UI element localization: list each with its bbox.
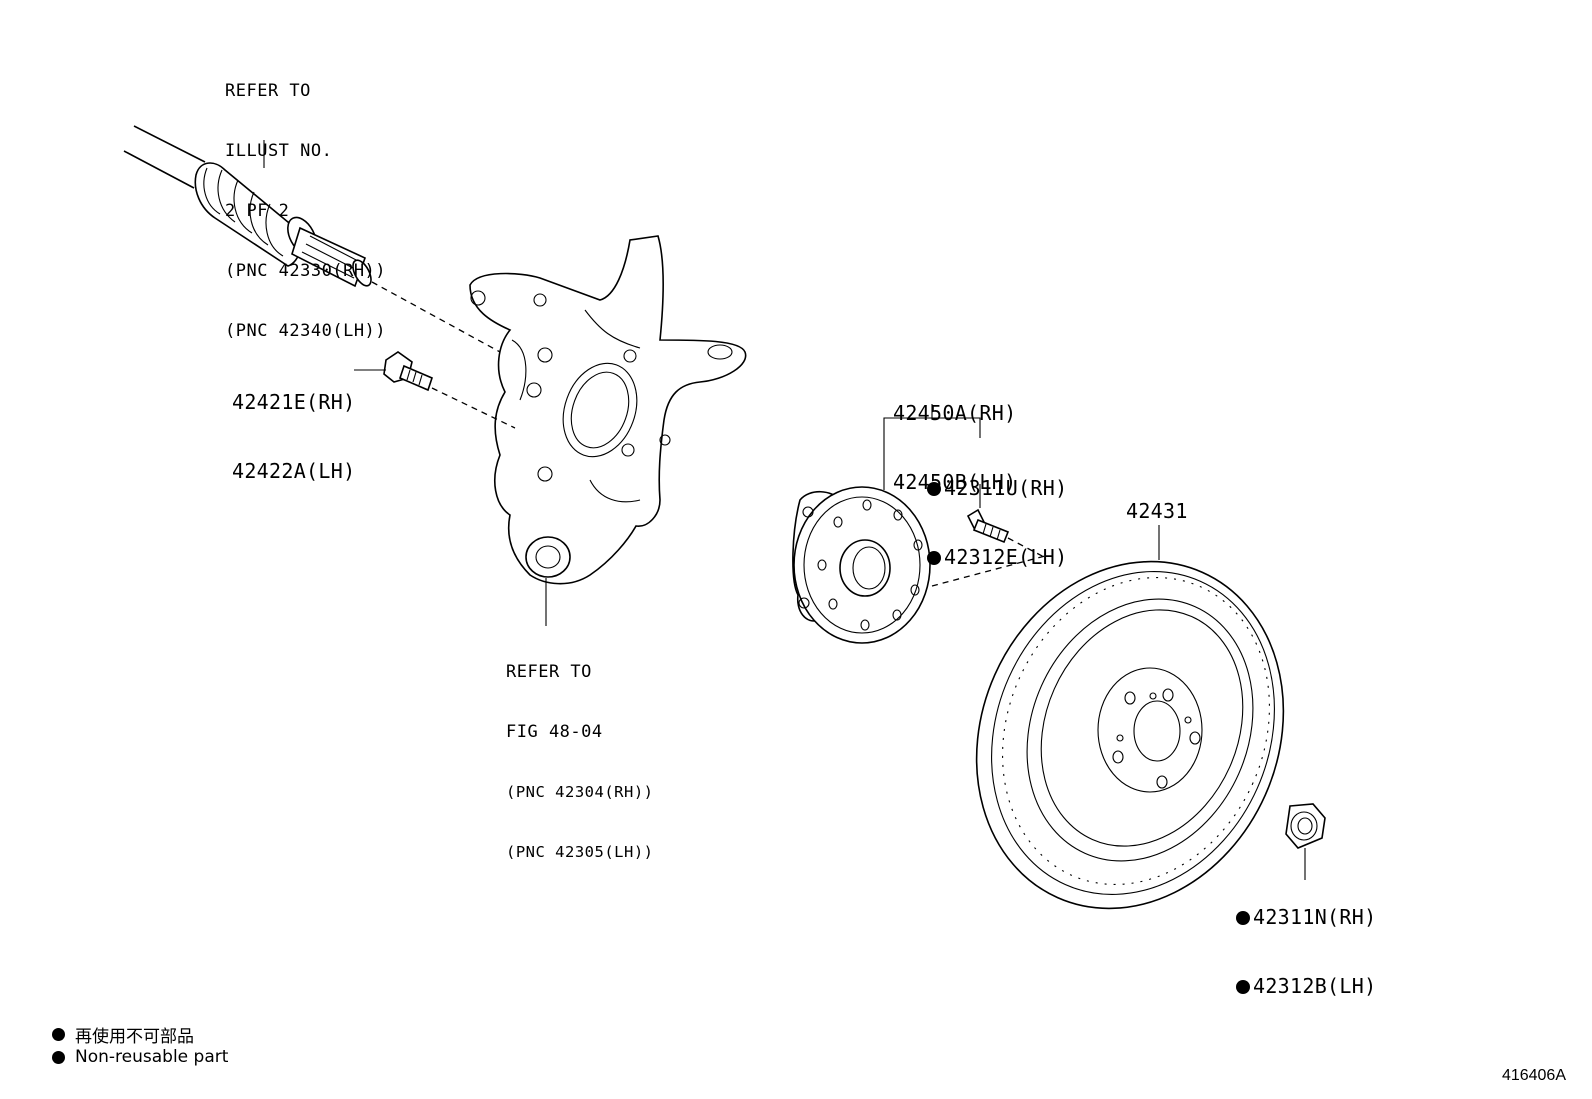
driveshaft-ref-line-1: REFER TO [225, 81, 311, 101]
hub-bolt-dash [1007, 537, 1047, 559]
bolt-part-rh: 42421E(RH) [232, 390, 356, 414]
nut-part-number[interactable]: 42311N(RH) 42312B(LH) [1236, 860, 1376, 1021]
hub-dash [931, 555, 1046, 587]
drive-shaft-dash [371, 281, 501, 353]
brake-disc-icon[interactable] [922, 512, 1337, 958]
nut-lh-text: 42312B(LH) [1253, 974, 1377, 998]
non-reusable-marker [1236, 911, 1250, 925]
non-reusable-marker [927, 482, 941, 496]
disc-part-number[interactable]: 42431 [1126, 499, 1188, 523]
nut-part-rh: 42311N(RH) [1236, 906, 1376, 929]
driveshaft-ref-line-4: (PNC 42330(RH)) [225, 261, 387, 281]
figure-number: 416406A [1501, 1067, 1566, 1084]
driveshaft-ref-line-3: 2 PF 2 [225, 201, 290, 221]
nut-part-lh: 42312B(LH) [1236, 975, 1376, 998]
bolt-part-lh: 42422A(LH) [232, 459, 356, 483]
hub-bolt-lh-text: 42312E(LH) [944, 545, 1068, 569]
legend-dot-icon [52, 1028, 65, 1041]
non-reusable-marker [1236, 980, 1250, 994]
legend-english: Non-reusable part [52, 1047, 228, 1067]
non-reusable-marker [927, 551, 941, 565]
driveshaft-ref-line-2: ILLUST NO. [225, 141, 333, 161]
bolt-part-number[interactable]: 42421E(RH) 42422A(LH) [232, 345, 355, 506]
flange-bolt-icon[interactable] [383, 351, 433, 392]
knuckle-ref-label: REFER TO FIG 48-04 (PNC 42304(RH)) (PNC … [506, 622, 653, 882]
legend-dot-icon [52, 1050, 65, 1064]
hub-assembly-part-lh: 42450B(LH) [893, 470, 1017, 494]
hub-nut-icon[interactable] [1285, 803, 1326, 849]
knuckle-ref-line-4: (PNC 42305(LH)) [506, 843, 654, 861]
steering-knuckle-icon[interactable] [469, 235, 747, 585]
nut-rh-text: 42311N(RH) [1253, 905, 1377, 929]
legend-english-text: Non-reusable part [75, 1047, 229, 1067]
hub-bolt-part-number[interactable]: 42311U(RH) 42312E(LH) [927, 431, 1067, 592]
bolt-dash [431, 387, 516, 429]
legend-japanese-text: 再使用不可部品 [75, 1027, 194, 1047]
hub-assembly-part-rh: 42450A(RH) [893, 401, 1017, 425]
hub-assembly-part-number[interactable]: 42450A(RH) 42450B(LH) [893, 356, 1016, 517]
hub-bolt-part-rh: 42311U(RH) [927, 477, 1067, 500]
hub-bolt-part-lh: 42312E(LH) [927, 546, 1067, 569]
drive-shaft-icon[interactable] [123, 125, 375, 289]
driveshaft-ref-label: REFER TO ILLUST NO. 2 PF 2 (PNC 42330(RH… [225, 41, 386, 361]
hub-bearing-icon[interactable] [792, 486, 931, 644]
knuckle-ref-line-1: REFER TO [506, 662, 592, 682]
legend-japanese: 再使用不可部品 [52, 1022, 194, 1047]
hub-bolt-icon[interactable] [966, 508, 1010, 544]
hub-bolt-rh-text: 42311U(RH) [944, 476, 1068, 500]
knuckle-ref-line-3: (PNC 42304(RH)) [506, 783, 654, 801]
knuckle-ref-line-2: FIG 48-04 [506, 722, 603, 742]
driveshaft-ref-line-5: (PNC 42340(LH)) [225, 321, 387, 341]
